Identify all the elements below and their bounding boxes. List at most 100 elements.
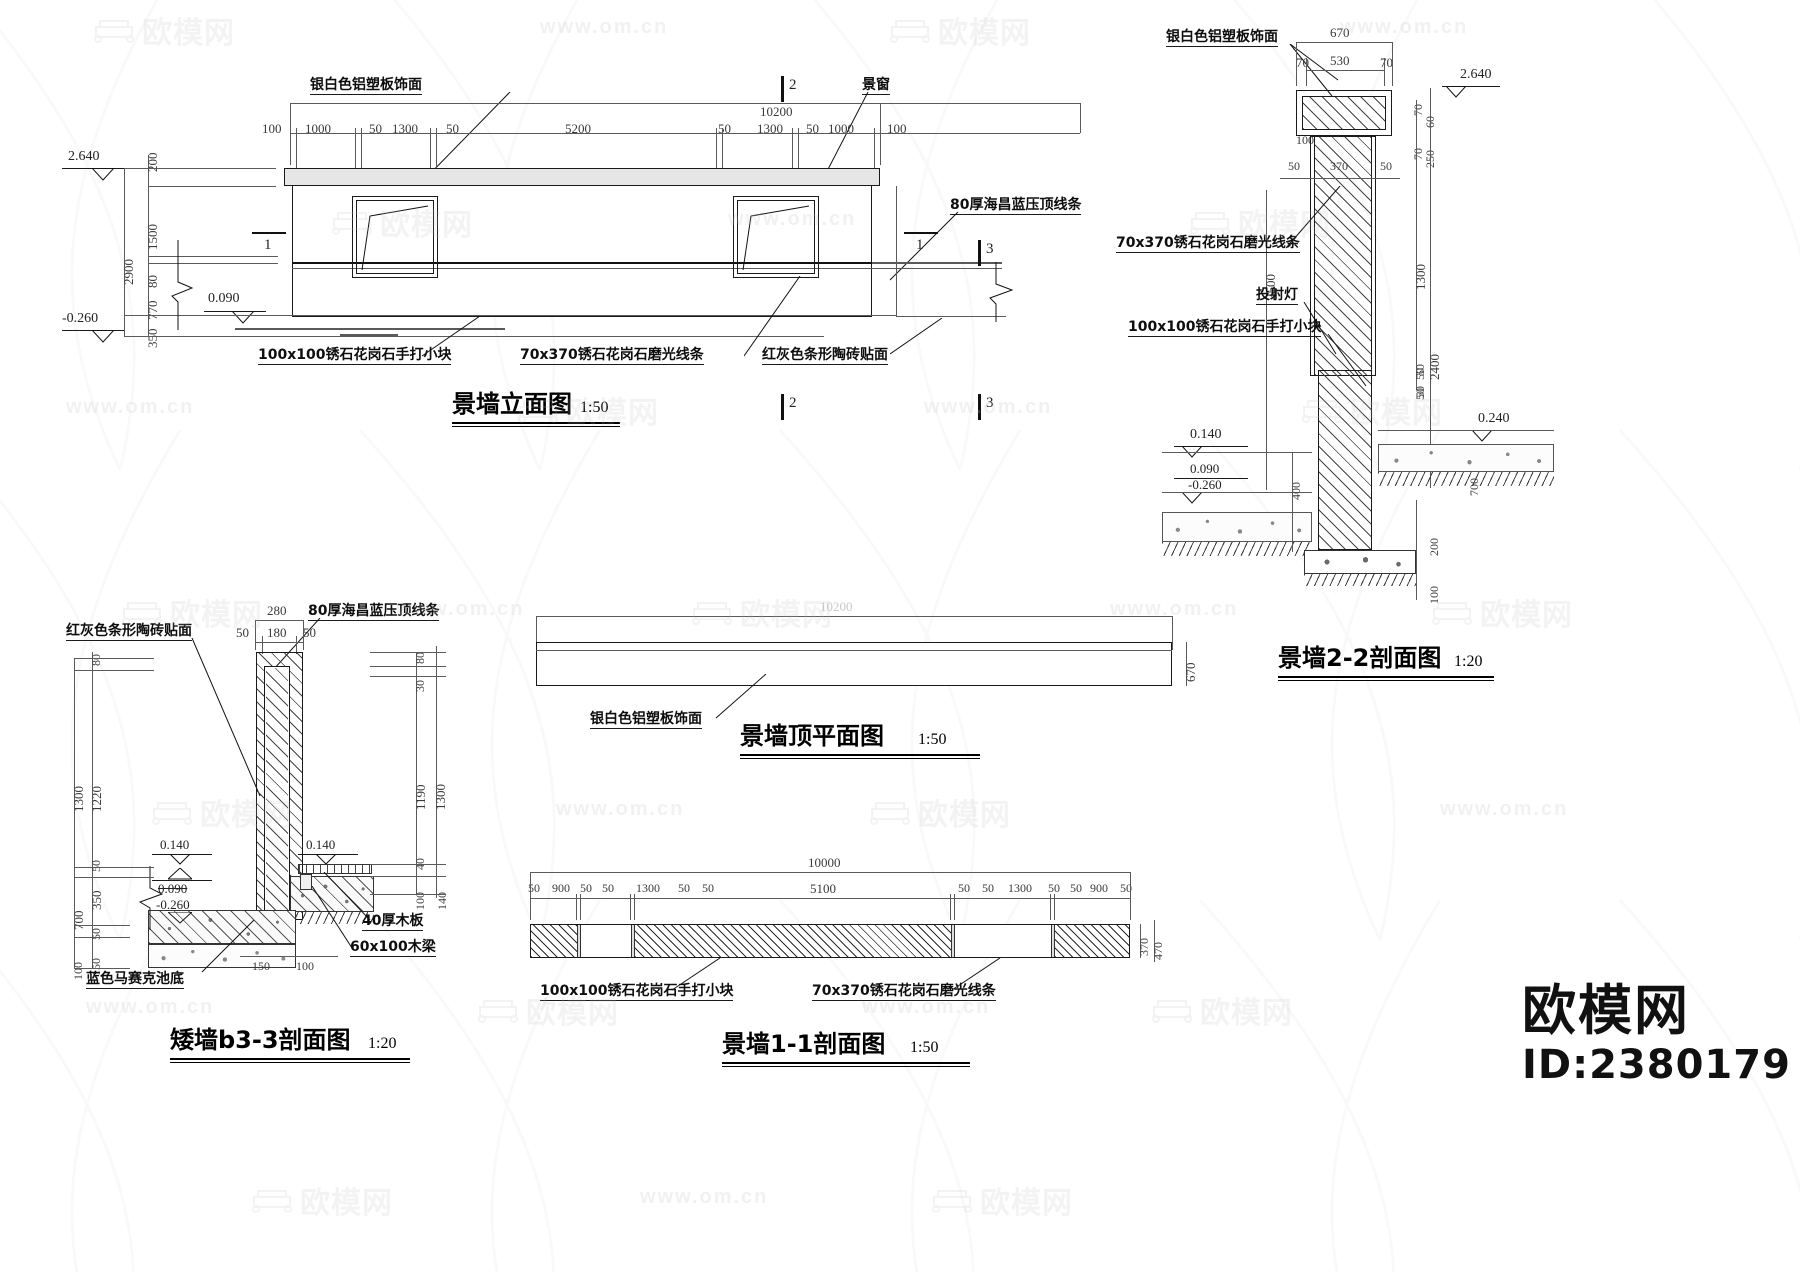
dim-11-c9: 1300 bbox=[1008, 881, 1032, 895]
ext-line bbox=[1080, 103, 1081, 133]
ext-line bbox=[954, 894, 955, 920]
ext-line bbox=[634, 894, 635, 920]
dim-col-s22-b bbox=[1430, 88, 1431, 488]
sofa-icon bbox=[252, 1190, 292, 1213]
title-underline-2 bbox=[722, 1066, 970, 1067]
dim-770: 770 bbox=[145, 300, 160, 321]
level-line bbox=[1174, 446, 1248, 447]
dim-col-footing bbox=[1416, 500, 1417, 600]
level-2640: 2.640 bbox=[68, 149, 100, 164]
section-11-seg-h bbox=[1051, 925, 1055, 957]
ext-line bbox=[792, 128, 793, 168]
dim-11-mid: 5100 bbox=[810, 881, 836, 896]
dim-line-s22 bbox=[1280, 178, 1400, 179]
window-left-inner bbox=[356, 200, 434, 274]
leader-granite-polished-11 bbox=[951, 958, 1001, 991]
wall-coping bbox=[284, 168, 880, 186]
label-red-grey-tile: 红灰色条形陶砖贴面 bbox=[762, 347, 888, 365]
label-aluminum-panel: 银白色铝塑板饰面 bbox=[310, 77, 422, 95]
right-band bbox=[872, 262, 1002, 264]
dim-100-bot-b33: 100 bbox=[296, 959, 314, 973]
level-triangle-up bbox=[168, 868, 192, 880]
wall-b33-inner-hatch bbox=[266, 668, 288, 914]
leader-wood-beam bbox=[311, 886, 353, 949]
section-11-seg-e bbox=[635, 925, 951, 957]
level-line bbox=[152, 880, 212, 881]
drawing-elevation: 银白色铝塑板饰面 景窗 80厚海昌蓝压顶线条 10200 5200 100 10… bbox=[0, 0, 1100, 440]
dim-line-bottom-b33 bbox=[240, 956, 338, 957]
dim-1300-b33-r: 1300 bbox=[433, 784, 448, 810]
ext-line bbox=[722, 128, 723, 168]
label-granite-small-11: 100x100锈石花岗石手打小块 bbox=[540, 983, 734, 1001]
dim-670-s22: 670 bbox=[1330, 25, 1350, 40]
dim-line-530 bbox=[1306, 70, 1384, 71]
watermark-logo-text: 欧模网 bbox=[1200, 997, 1293, 1030]
ref-line bbox=[370, 876, 446, 877]
break-symbol bbox=[171, 240, 194, 330]
dim-700-s22: 700 bbox=[1467, 478, 1481, 496]
ref-line bbox=[370, 676, 446, 677]
level-triangle bbox=[92, 168, 114, 181]
dim-11-c7: 50 bbox=[958, 881, 970, 895]
dim-100-b33: 100 bbox=[71, 962, 85, 980]
ext-line bbox=[1306, 58, 1307, 86]
dim-370-s22: 370 bbox=[1330, 159, 1348, 173]
dim-chain-0: 100 bbox=[262, 121, 282, 136]
watermark-url: www.om.cn bbox=[640, 1186, 769, 1208]
dim-chain-4: 50 bbox=[446, 121, 459, 136]
coping-outer-s22 bbox=[1296, 90, 1392, 136]
level-0090: 0.090 bbox=[208, 291, 240, 306]
ref-line bbox=[74, 937, 130, 938]
dim-70-v: 70 bbox=[1411, 104, 1425, 116]
ref-line bbox=[370, 652, 446, 653]
section-11-seg-i bbox=[1055, 925, 1129, 957]
dim-200: 200 bbox=[145, 152, 160, 173]
section-11-seg-g bbox=[955, 925, 1051, 957]
title-elevation: 景墙立面图 bbox=[452, 390, 572, 418]
dim-line-11-total bbox=[530, 872, 1130, 873]
dim-50-b33-a: 50 bbox=[236, 625, 249, 640]
label-blue-mosaic: 蓝色马赛克池底 bbox=[86, 971, 184, 989]
label-granite-small-block: 100x100锈石花岗石手打小块 bbox=[258, 347, 452, 365]
sofa-icon bbox=[870, 802, 910, 825]
dim-2400-s22: 2400 bbox=[1427, 354, 1442, 380]
level-minus0260-b33: -0.260 bbox=[156, 897, 190, 912]
title-underline-2 bbox=[740, 758, 980, 759]
level-triangle bbox=[170, 854, 190, 865]
ext-line bbox=[716, 128, 717, 168]
ref-line bbox=[124, 336, 824, 337]
wall-lower-s22 bbox=[1318, 370, 1372, 550]
label-wood-beam: 60x100木梁 bbox=[350, 939, 436, 957]
dim-line-total bbox=[290, 103, 1080, 104]
leader-red-grey-tile-b33 bbox=[191, 638, 261, 797]
ref-line bbox=[74, 925, 130, 926]
title-underline bbox=[740, 754, 980, 756]
title-section-b3-3-scale: 1:20 bbox=[368, 1035, 397, 1052]
dim-11-c8: 50 bbox=[982, 881, 994, 895]
leader-blue-mosaic bbox=[201, 920, 255, 973]
footing-soil bbox=[1304, 574, 1416, 586]
plan-bar bbox=[536, 642, 1172, 686]
label-blue-coping-b33: 80厚海昌蓝压顶线条 bbox=[308, 603, 440, 621]
label-granite-polished-11: 70x370锈石花岗石磨光线条 bbox=[812, 983, 996, 1001]
ext-line bbox=[880, 103, 881, 165]
dim-11-c0: 50 bbox=[528, 881, 540, 895]
sofa-icon bbox=[932, 1190, 972, 1213]
section-11-seg-f bbox=[951, 925, 955, 957]
dim-700-b33: 700 bbox=[71, 910, 86, 931]
title-underline bbox=[1278, 676, 1494, 678]
ref-line bbox=[370, 894, 446, 895]
ext-line bbox=[296, 636, 297, 654]
dim-70-s22-b: 70 bbox=[1380, 55, 1393, 70]
level-0140-b33-b: 0.140 bbox=[306, 837, 336, 852]
level-triangle bbox=[316, 854, 336, 865]
wall-face bbox=[292, 186, 872, 317]
label-red-grey-tile-b33: 红灰色条形陶砖贴面 bbox=[66, 623, 192, 641]
dim-11-c10: 50 bbox=[1048, 881, 1060, 895]
wall-right-edge bbox=[896, 186, 897, 316]
ext-line bbox=[1054, 894, 1055, 920]
drawing-section-b3-3: 80厚海昌蓝压顶线条 红灰色条形陶砖贴面 280 50 180 50 0.140 bbox=[40, 580, 500, 1080]
watermark-logo: 欧模网 bbox=[930, 1178, 1073, 1222]
wall-core-s22 bbox=[1314, 136, 1372, 376]
ext-line bbox=[1392, 42, 1393, 86]
